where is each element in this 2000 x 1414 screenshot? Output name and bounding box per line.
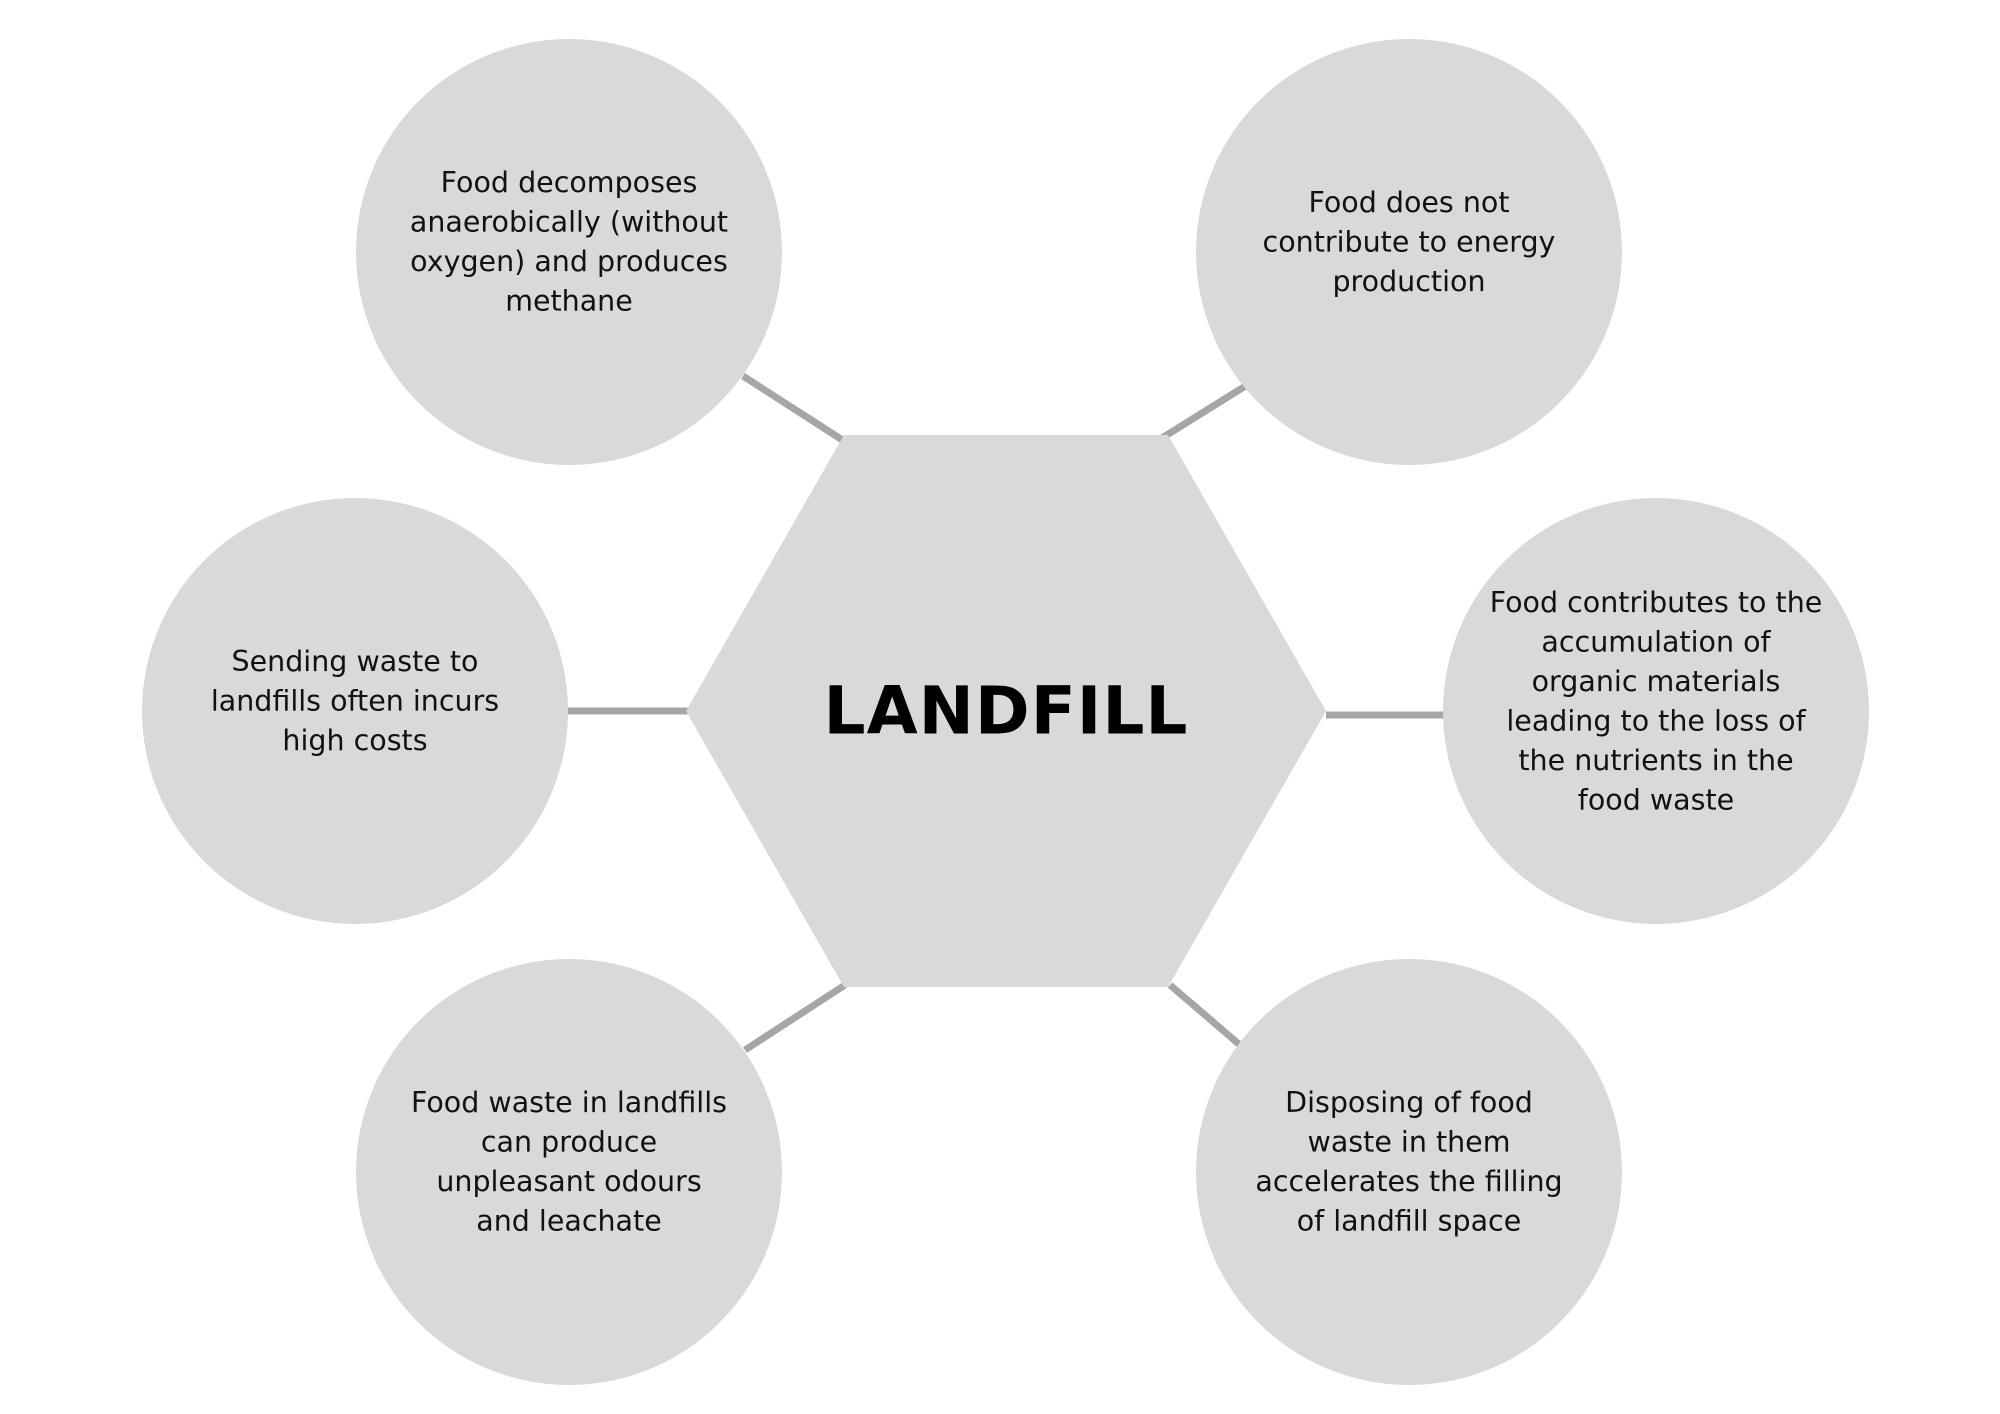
node-text-line: waste in them	[1308, 1126, 1511, 1159]
node-middle-left: Sending waste to landfills often incurs hi…	[142, 498, 568, 924]
node-text-line: Food decomposes	[441, 166, 698, 199]
node-text: Sending waste to landfills often incurs hi…	[211, 645, 499, 757]
hub: LANDFILL	[686, 435, 1326, 987]
node-text-line: Disposing of food	[1285, 1086, 1533, 1119]
node-middle-right: Food contributes to the accumulation of or…	[1443, 498, 1869, 924]
node-top-left: Food decomposes anaerobically (without oxy…	[356, 39, 782, 465]
node-text-line: food waste	[1578, 784, 1734, 817]
node-circle	[356, 959, 782, 1385]
node-text-line: oxygen) and produces	[410, 245, 728, 278]
node-text: Food waste in landfills can produce unplea…	[411, 1086, 727, 1238]
node-text-line: Food waste in landfills	[411, 1086, 727, 1119]
node-text-line: leading to the loss of	[1506, 705, 1806, 738]
node-text-line: high costs	[282, 724, 427, 757]
node-text-line: methane	[505, 285, 633, 318]
node-text-line: the nutrients in the	[1518, 744, 1793, 777]
node-text: Food contributes to the accumulation of or…	[1490, 586, 1823, 817]
connector-top-right	[1160, 382, 1249, 441]
node-text-line: accumulation of	[1541, 626, 1771, 659]
node-text-line: unpleasant odours	[436, 1165, 701, 1198]
hub-label: LANDFILL	[824, 673, 1189, 750]
node-top-right: Food does not contribute to energy product…	[1196, 39, 1622, 465]
node-text-line: can produce	[481, 1126, 657, 1159]
node-text-line: Sending waste to	[232, 645, 479, 678]
connector-bottom-right	[1167, 982, 1243, 1048]
node-bottom-right: Disposing of food waste in them accelerate…	[1196, 959, 1622, 1385]
connector-top-left	[741, 373, 846, 444]
node-circle	[1443, 498, 1869, 924]
node-text-line: accelerates the filling	[1255, 1165, 1562, 1198]
connectors	[568, 373, 1448, 1053]
node-text: Food decomposes anaerobically (without oxy…	[410, 166, 728, 318]
connector-bottom-left	[743, 982, 847, 1053]
node-text-line: landfills often incurs	[211, 685, 499, 718]
node-text-line: Food contributes to the	[1490, 586, 1823, 619]
node-text-line: anaerobically (without	[410, 206, 728, 239]
node-text-line: and leachate	[476, 1205, 662, 1238]
node-text-line: production	[1332, 265, 1485, 298]
node-text: Disposing of food waste in them accelerate…	[1255, 1086, 1562, 1238]
node-text-line: of landfill space	[1297, 1205, 1522, 1238]
node-text-line: organic materials	[1532, 665, 1781, 698]
hub-hexagon	[686, 435, 1326, 987]
node-circle	[1196, 39, 1622, 465]
node-circle	[142, 498, 568, 924]
node-text: Food does not contribute to energy product…	[1263, 186, 1556, 298]
node-circle	[356, 39, 782, 465]
node-text-line: contribute to energy	[1263, 226, 1556, 259]
node-circle	[1196, 959, 1622, 1385]
node-text-line: Food does not	[1308, 186, 1509, 219]
node-bottom-left: Food waste in landfills can produce unplea…	[356, 959, 782, 1385]
